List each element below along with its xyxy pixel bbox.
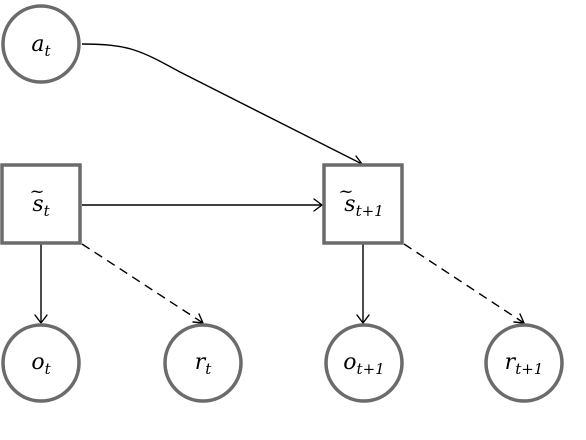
arrowhead-s-t-to-s-t1	[313, 198, 323, 212]
node-r-t1: rt+1	[484, 323, 564, 403]
node-s-t1-label: st+1	[344, 192, 383, 220]
node-o-t1-circle	[324, 323, 404, 403]
node-a-t: at	[1, 4, 81, 84]
node-a-t-label: at	[31, 32, 51, 60]
arrowhead-s-t-to-r-t	[192, 313, 204, 324]
node-r-t1-circle	[484, 323, 564, 403]
node-o-t1: ot+1	[324, 323, 404, 403]
node-s-t: ~ st	[0, 163, 82, 245]
node-s-t1-box	[322, 163, 404, 245]
node-s-t1-tilde: ~	[338, 181, 353, 202]
edge-a-t-to-s-t1	[81, 43, 363, 165]
node-s-t1: ~ st+1	[322, 163, 404, 245]
arrowhead-s-t-to-o-t	[34, 314, 48, 324]
edges	[34, 43, 525, 324]
arrowhead-s-t1-to-o-t1	[356, 314, 370, 324]
node-r-t-circle	[163, 323, 243, 403]
edge-s-t-to-r-t	[81, 243, 204, 324]
edge-s-t1-to-r-t1	[403, 243, 525, 324]
node-o-t1-label: ot+1	[343, 350, 384, 378]
node-r-t1-label: rt+1	[505, 350, 544, 378]
node-a-t-circle	[1, 4, 81, 84]
node-s-t-tilde: ~	[29, 181, 44, 202]
node-o-t-label: ot	[31, 350, 51, 378]
arrowhead-s-t1-to-r-t1	[513, 313, 525, 324]
node-s-t-box	[0, 163, 82, 245]
node-r-t-label: rt	[195, 350, 213, 378]
node-o-t: ot	[1, 323, 81, 403]
node-s-t-label: st	[32, 192, 50, 220]
nodes: at ~ st ~ st+1 ot	[0, 4, 564, 403]
node-o-t-circle	[1, 323, 81, 403]
node-r-t: rt	[163, 323, 243, 403]
